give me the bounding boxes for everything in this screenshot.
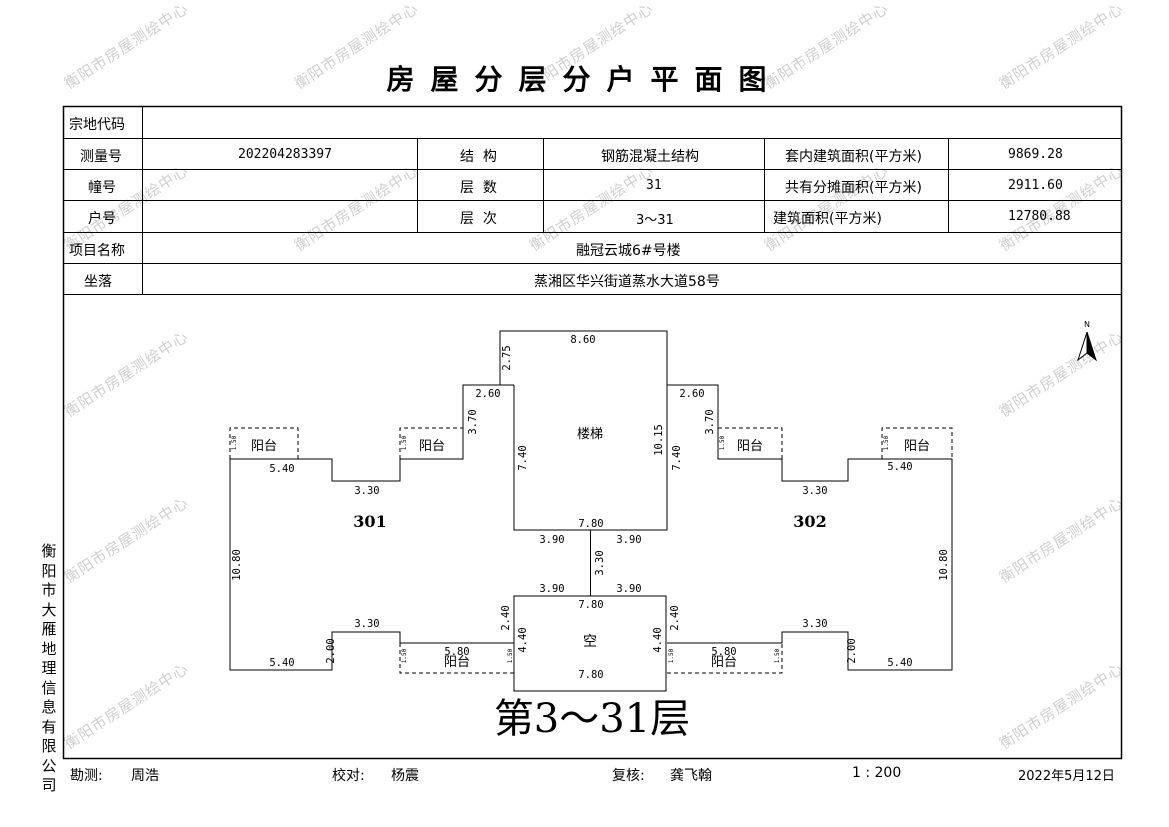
inner-area-label: 套内建筑面积(平方米) xyxy=(785,149,922,165)
balcony-label: 阳台 xyxy=(711,655,737,670)
structure-label: 结 构 xyxy=(460,149,497,165)
surveyor-label: 勘测: xyxy=(70,768,103,784)
north-label: N xyxy=(1084,320,1090,329)
dim-label: 3.30 xyxy=(594,550,606,575)
dim-label: 7.80 xyxy=(578,669,603,681)
dim-label: 5.80 xyxy=(711,646,736,658)
dim-label-small: 1.50 xyxy=(719,435,726,450)
dim-label: 2.00 xyxy=(846,638,858,663)
floors-value: 31 xyxy=(646,178,662,193)
dim-label: 2.40 xyxy=(669,605,681,630)
floor-caption: 第3～31层 xyxy=(494,696,690,742)
dim-label: 2.60 xyxy=(475,388,500,400)
total-area-label: 建筑面积(平方米) xyxy=(773,211,882,227)
dim-label-small: 1.50 xyxy=(883,435,890,450)
surveyor-name: 周浩 xyxy=(131,768,159,784)
balcony-label: 阳台 xyxy=(904,439,930,454)
unit-label: 户号 xyxy=(88,211,116,227)
balcony-label: 阳台 xyxy=(737,439,763,454)
checker-label: 校对: xyxy=(332,768,365,784)
project-label: 项目名称 xyxy=(69,243,125,259)
dim-label: 2.75 xyxy=(501,345,513,370)
plan-walls xyxy=(229,330,953,692)
survey-no-label: 测量号 xyxy=(80,149,122,165)
document-title: 房屋分层分户平面图 xyxy=(386,63,783,96)
dim-label: 4.40 xyxy=(652,627,664,652)
date-text: 2022年5月12日 xyxy=(1018,769,1115,784)
floor-range-value: 3～31 xyxy=(636,213,674,228)
dim-label: 10.80 xyxy=(938,549,950,581)
dim-label-small: 1.50 xyxy=(401,648,408,663)
dim-label: 3.30 xyxy=(354,618,379,630)
inner-area-value: 9869.28 xyxy=(1008,147,1063,162)
balcony-label: 阳台 xyxy=(251,439,277,454)
void-label: 空 xyxy=(583,634,597,650)
dim-label: 7.80 xyxy=(578,599,603,611)
location-value: 蒸湘区华兴街道蒸水大道58号 xyxy=(534,274,720,290)
stair-label: 楼梯 xyxy=(577,427,603,442)
dim-label: 5.40 xyxy=(269,657,294,669)
dim-label: 7.40 xyxy=(517,445,529,470)
dim-label: 3.30 xyxy=(802,485,827,497)
north-arrow-icon: N xyxy=(1077,320,1097,362)
checker-name: 杨震 xyxy=(391,768,419,784)
dim-label: 5.40 xyxy=(887,657,912,669)
dim-label: 5.80 xyxy=(444,646,469,658)
reviewer-label: 复核: xyxy=(612,768,645,784)
dim-label-small: 1.50 xyxy=(507,648,514,663)
dim-label-small: 1.50 xyxy=(774,648,781,663)
survey-no-value: 202204283397 xyxy=(238,147,332,162)
dim-label: 5.40 xyxy=(887,461,912,473)
dim-label: 3.30 xyxy=(802,618,827,630)
dim-label-small: 1.50 xyxy=(231,435,238,450)
balcony-outlines xyxy=(229,427,953,674)
dim-label: 5.40 xyxy=(269,463,294,475)
location-label: 坐落 xyxy=(84,274,112,290)
dim-label: 7.40 xyxy=(671,445,683,470)
project-value: 融冠云城6#号楼 xyxy=(576,243,681,259)
reviewer-name: 龚飞翰 xyxy=(670,768,712,784)
dim-label-small: 1.50 xyxy=(401,435,408,450)
company-name: 衡阳市大雁地理信息有限公司 xyxy=(41,542,57,794)
dim-label: 3.90 xyxy=(539,534,564,546)
structure-value: 钢筋混凝土结构 xyxy=(601,149,699,165)
dim-label: 3.70 xyxy=(704,409,716,434)
shared-area-label: 共有分摊面积(平方米) xyxy=(785,180,922,196)
dim-label: 7.80 xyxy=(578,518,603,530)
dim-label: 2.00 xyxy=(325,638,337,663)
floors-label: 层 数 xyxy=(460,180,497,196)
dim-label: 3.70 xyxy=(467,409,479,434)
floor-range-label: 层 次 xyxy=(460,211,497,227)
dim-label: 2.40 xyxy=(500,605,512,630)
dim-label: 10.80 xyxy=(231,549,243,581)
dim-label: 3.90 xyxy=(539,583,564,595)
scale-text: 1 : 200 xyxy=(852,765,902,781)
dim-label: 4.40 xyxy=(517,627,529,652)
unit-301-label: 301 xyxy=(353,512,386,531)
land-code-label: 宗地代码 xyxy=(69,117,125,133)
dim-label: 3.90 xyxy=(616,583,641,595)
dim-label: 3.30 xyxy=(354,485,379,497)
dim-label: 8.60 xyxy=(570,334,595,346)
balcony-label: 阳台 xyxy=(444,655,470,670)
dim-label: 2.60 xyxy=(679,388,704,400)
dim-label-small: 1.50 xyxy=(668,648,675,663)
dim-label: 3.90 xyxy=(616,534,641,546)
building-label: 幢号 xyxy=(88,180,116,196)
balcony-label: 阳台 xyxy=(419,439,445,454)
total-area-value: 12780.88 xyxy=(1008,209,1071,224)
unit-302-label: 302 xyxy=(793,512,826,531)
shared-area-value: 2911.60 xyxy=(1008,178,1063,193)
dim-label: 10.15 xyxy=(653,424,665,456)
